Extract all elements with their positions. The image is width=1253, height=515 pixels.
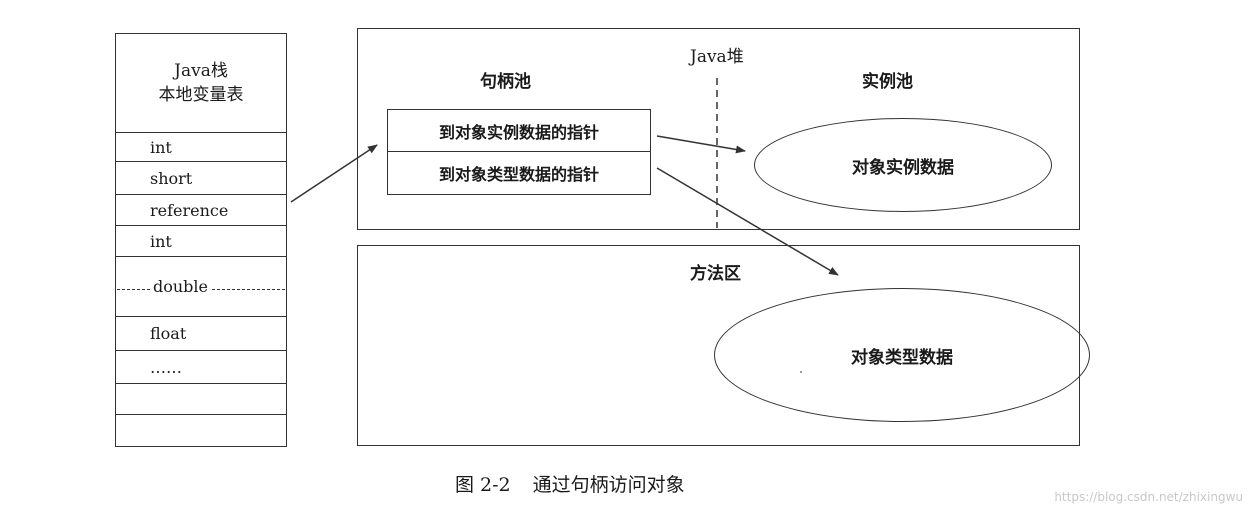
local-variable-table-title: 本地变量表	[158, 85, 244, 105]
stack-row-ellipsis: ……	[116, 351, 286, 384]
stack-row-double: double	[116, 257, 286, 317]
scan-speck	[800, 371, 802, 373]
handle-pool-label: 句柄池	[480, 72, 531, 92]
stack-row-label: double	[150, 277, 212, 296]
handle-pool-box: 到对象实例数据的指针 到对象类型数据的指针	[387, 109, 651, 195]
stack-row-int-2: int	[116, 226, 286, 257]
stack-row-short: short	[116, 162, 286, 195]
stack-row-int: int	[116, 133, 286, 162]
figure-caption-text: 通过句柄访问对象	[532, 474, 685, 496]
stack-header: Java栈 本地变量表	[116, 34, 286, 133]
instance-data-label: 对象实例数据	[852, 157, 954, 178]
instance-data-ellipse: 对象实例数据	[754, 118, 1052, 212]
stack-row-label: reference	[150, 200, 229, 220]
type-data-ellipse: 对象类型数据	[714, 288, 1090, 422]
stack-title: Java栈	[174, 61, 228, 81]
type-data-label: 对象类型数据	[851, 347, 953, 368]
instance-data-pointer: 到对象实例数据的指针	[388, 110, 650, 152]
stack-row-float: float	[116, 317, 286, 351]
stack-row-label: ……	[150, 357, 182, 377]
type-data-pointer: 到对象类型数据的指针	[438, 165, 599, 184]
stack-row-label: int	[150, 137, 172, 157]
instance-pool-label: 实例池	[862, 72, 913, 92]
stack-row-empty	[116, 384, 286, 415]
stack-row-label: int	[150, 231, 172, 251]
stack-row-label: short	[150, 168, 193, 188]
figure-number: 图 2-2	[455, 474, 511, 496]
stack-row-label: float	[150, 324, 187, 343]
watermark-url: https://blog.csdn.net/zhixingwu	[1054, 490, 1243, 504]
method-area-title: 方法区	[690, 264, 741, 284]
java-heap-region	[357, 28, 1080, 230]
stack-row-reference: reference	[116, 195, 286, 226]
handle-to-instance-arrow	[656, 135, 746, 154]
java-stack-table: Java栈 本地变量表 int short reference int doub…	[115, 33, 287, 447]
java-heap-title: Java堆	[690, 47, 744, 67]
handle-to-type-arrow	[656, 167, 839, 276]
reference-to-handle-arrow	[290, 144, 378, 203]
figure-caption: 图 2-2 通过句柄访问对象	[455, 470, 707, 497]
